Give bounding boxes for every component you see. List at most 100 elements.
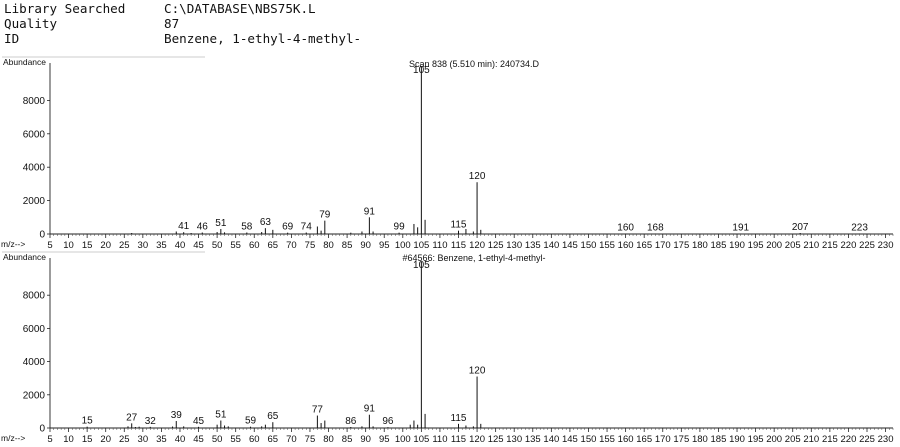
peak-label: 74 [301,221,313,232]
library-searched-value: C:\DATABASE\NBS75K.L [164,1,316,16]
peak-label: 45 [193,416,205,427]
x-tick-label: 155 [599,240,615,251]
peak-label: 120 [469,366,486,377]
x-tick-label: 185 [711,434,727,445]
peak-label: 168 [647,222,664,233]
x-tick-label: 100 [395,240,411,251]
peak-label: 120 [469,171,486,182]
x-tick-label: 100 [395,434,411,445]
x-tick-label: 80 [323,434,334,445]
x-tick-label: 145 [562,434,578,445]
x-tick-label: 140 [543,434,559,445]
x-tick-label: 190 [729,240,745,251]
x-tick-label: 110 [432,240,447,251]
peak-label: 86 [345,416,357,427]
x-tick-label: 15 [82,434,93,445]
peak-label: 160 [617,222,634,233]
id-value: Benzene, 1-ethyl-4-methyl- [164,31,362,47]
x-tick-label: 165 [636,434,652,445]
x-tick-label: 105 [413,434,429,445]
x-axis-label: m/z--> [1,239,25,249]
x-tick-label: 75 [305,240,316,251]
spectrum-title: Scan 838 (5.510 min): 240734.D [409,59,540,69]
x-tick-label: 115 [451,240,466,251]
x-tick-label: 5 [47,240,52,251]
x-tick-label: 90 [360,434,371,445]
peak-label: 115 [451,413,467,424]
peak-label: 46 [197,221,209,232]
x-tick-label: 10 [63,240,74,251]
x-tick-label: 65 [268,240,279,251]
x-tick-label: 120 [469,240,485,251]
y-tick-label: 6000 [23,324,46,335]
peak-label: 51 [215,218,227,229]
peak-label: 91 [364,404,376,415]
x-tick-label: 95 [379,434,390,445]
peak-label: 96 [382,416,394,427]
peak-label: 39 [171,410,183,421]
y-tick-label: 2000 [23,390,46,401]
x-tick-label: 95 [379,240,390,251]
spectrum-title: #64566: Benzene, 1-ethyl-4-methyl- [402,253,545,263]
x-tick-label: 180 [692,434,708,445]
x-tick-label: 40 [175,240,186,251]
peak-label: 58 [241,221,253,232]
peak-label: 115 [451,220,467,231]
x-tick-label: 225 [859,434,875,445]
x-tick-label: 105 [413,240,429,251]
x-tick-label: 30 [138,240,149,251]
library-searched-label: Library Searched [4,1,126,16]
x-tick-label: 70 [286,240,297,251]
x-tick-label: 215 [822,240,838,251]
peak-label: 15 [82,416,94,427]
peak-label: 77 [312,405,324,416]
x-tick-label: 180 [692,240,708,251]
x-tick-label: 35 [156,240,167,251]
y-tick-label: 4000 [23,357,46,368]
x-tick-label: 70 [286,434,297,445]
x-tick-label: 50 [212,434,223,445]
y-axis-label: Abundance [3,57,46,67]
x-tick-label: 130 [506,434,522,445]
x-tick-label: 145 [562,240,578,251]
x-tick-label: 20 [100,434,111,445]
peak-label: 79 [319,210,331,221]
x-tick-label: 210 [803,434,819,445]
x-tick-label: 165 [636,240,652,251]
x-tick-label: 55 [230,240,241,251]
x-tick-label: 200 [766,434,782,445]
peak-label: 63 [260,217,272,228]
search-report-header: Library Searched C:\DATABASE\NBS75K.L Qu… [4,1,361,47]
x-tick-label: 35 [156,434,167,445]
peak-label: 41 [178,221,190,232]
x-tick-label: 30 [138,434,149,445]
x-tick-label: 210 [803,240,819,251]
x-tick-label: 50 [212,240,223,251]
x-tick-label: 170 [655,240,671,251]
x-tick-label: 200 [766,240,782,251]
x-tick-label: 20 [100,240,111,251]
x-tick-label: 90 [360,240,371,251]
x-tick-label: 195 [748,240,764,251]
x-tick-label: 75 [305,434,316,445]
peak-label: 51 [215,410,227,421]
peak-label: 65 [267,411,279,422]
x-tick-label: 80 [323,240,334,251]
x-tick-label: 130 [506,240,522,251]
peak-label: 32 [145,416,157,427]
x-tick-label: 205 [785,434,801,445]
peak-label: 27 [126,412,138,423]
x-tick-label: 45 [193,240,204,251]
x-tick-label: 225 [859,240,875,251]
peak-label: 207 [792,222,809,233]
y-tick-label: 2000 [23,196,46,207]
x-tick-label: 55 [230,434,241,445]
x-tick-label: 135 [525,240,541,251]
x-tick-label: 155 [599,434,615,445]
peak-label: 223 [851,222,868,233]
x-tick-label: 140 [543,240,559,251]
peak-label: 191 [732,222,749,233]
